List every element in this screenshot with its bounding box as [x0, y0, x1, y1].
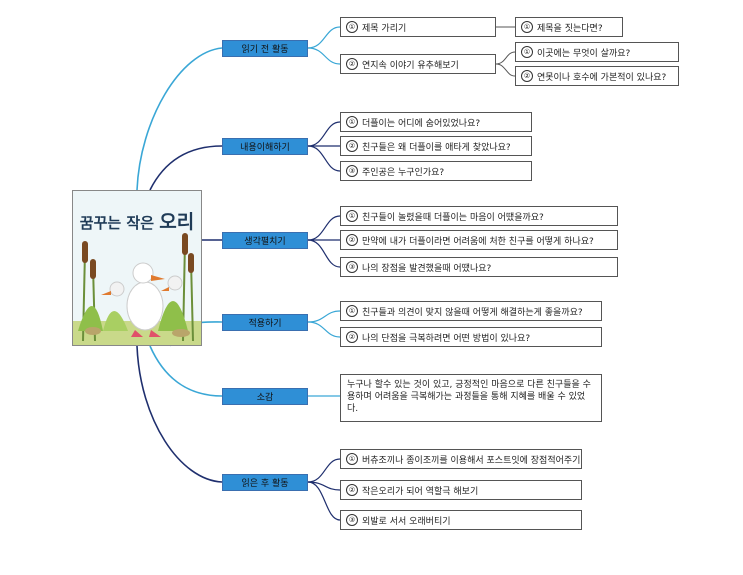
- node-text: 나의 장점을 발견했을때 어땠나요?: [362, 263, 492, 274]
- node-text: 외발로 서서 오래버티기: [362, 516, 451, 527]
- curve-branch-2: [149, 145, 223, 191]
- node-what-lives: ① 이곳에는 무엇이 살까요?: [515, 42, 679, 62]
- num-badge: ②: [521, 70, 533, 82]
- node-if-i-were: ② 만약에 내가 더플이라면 어려움에 처한 친구를 어떻게 하나요?: [340, 230, 618, 250]
- node-text: 누구나 할수 있는 것이 있고, 긍정적인 마음으로 다른 친구들을 수용하며 …: [347, 380, 591, 414]
- node-where-hiding: ① 더플이는 어디에 숨어있었나요?: [340, 112, 532, 132]
- node-impression-text: 누구나 할수 있는 것이 있고, 긍정적인 마음으로 다른 친구들을 수용하며 …: [340, 374, 602, 422]
- node-infer-story: ② 연지속 이야기 유추해보기: [340, 54, 496, 74]
- num-badge: ②: [346, 484, 358, 496]
- node-role-play: ② 작은오리가 되어 역할극 해보기: [340, 480, 582, 500]
- node-overcome-weakness: ② 나의 단점을 극복하려면 어떤 방법이 있나요?: [340, 327, 602, 347]
- node-text: 친구들과 의견이 맞지 않을때 어떻게 해결하는게 좋을까요?: [362, 307, 583, 318]
- node-post-it: ① 버츄조끼나 종이조끼를 이용해서 포스트잇에 장점적어주기: [340, 449, 582, 469]
- num-badge: ③: [346, 165, 358, 177]
- node-feelings-teased: ① 친구들이 놀렸을때 더플이는 마음이 어땠을까요?: [340, 206, 618, 226]
- num-badge: ②: [346, 331, 358, 343]
- book-title-part1: 꿈꾸는 작은: [79, 214, 160, 232]
- num-badge: ①: [521, 21, 533, 33]
- num-badge: ①: [346, 305, 358, 317]
- num-badge: ③: [346, 261, 358, 273]
- node-text: 버츄조끼나 종이조끼를 이용해서 포스트잇에 장점적어주기: [362, 455, 581, 466]
- book-title: 꿈꾸는 작은 오리: [73, 207, 201, 234]
- node-text: 제목을 짓는다면?: [537, 23, 603, 34]
- node-visited-pond: ② 연못이나 호수에 가본적이 있나요?: [515, 66, 679, 86]
- node-one-leg: ③ 외발로 서서 오래버티기: [340, 510, 582, 530]
- curve-branch-6: [136, 345, 223, 483]
- num-badge: ①: [346, 21, 358, 33]
- node-text: 연지속 이야기 유추해보기: [362, 60, 459, 71]
- book-title-part2: 오리: [159, 211, 195, 233]
- num-badge: ③: [346, 514, 358, 526]
- num-badge: ①: [346, 453, 358, 465]
- num-badge: ②: [346, 58, 358, 70]
- branch-after-reading: 읽은 후 활동: [222, 474, 308, 491]
- branch-before-reading: 읽기 전 활동: [222, 40, 308, 57]
- node-name-title: ① 제목을 짓는다면?: [515, 17, 623, 37]
- curve-branch-5: [149, 345, 223, 397]
- node-cover-title: ① 제목 가리기: [340, 17, 496, 37]
- book-cover: 꿈꾸는 작은 오리: [72, 190, 202, 346]
- node-text: 친구들이 놀렸을때 더플이는 마음이 어땠을까요?: [362, 212, 544, 223]
- node-text: 제목 가리기: [362, 23, 407, 34]
- node-text: 작은오리가 되어 역할극 해보기: [362, 486, 479, 497]
- branch-thinking: 생각펼치기: [222, 232, 308, 249]
- node-text: 더플이는 어디에 숨어있었나요?: [362, 118, 481, 129]
- node-text: 이곳에는 무엇이 살까요?: [537, 48, 631, 59]
- branch-applying: 적용하기: [222, 314, 308, 331]
- num-badge: ②: [346, 234, 358, 246]
- num-badge: ①: [346, 210, 358, 222]
- num-badge: ①: [521, 46, 533, 58]
- branch-impressions: 소감: [222, 388, 308, 405]
- node-text: 주인공은 누구인가요?: [362, 167, 445, 178]
- node-who-main: ③ 주인공은 누구인가요?: [340, 161, 532, 181]
- book-illustration: [73, 191, 201, 345]
- node-why-searched: ② 친구들은 왜 더플이를 애타게 찾았나요?: [340, 136, 532, 156]
- node-text: 나의 단점을 극복하려면 어떤 방법이 있나요?: [362, 333, 531, 344]
- node-found-strength: ③ 나의 장점을 발견했을때 어땠나요?: [340, 257, 618, 277]
- node-text: 연못이나 호수에 가본적이 있나요?: [537, 72, 667, 83]
- num-badge: ①: [346, 116, 358, 128]
- node-text: 친구들은 왜 더플이를 애타게 찾았나요?: [362, 142, 511, 153]
- curve-branch-1: [136, 47, 223, 191]
- node-text: 만약에 내가 더플이라면 어려움에 처한 친구를 어떻게 하나요?: [362, 236, 594, 247]
- num-badge: ②: [346, 140, 358, 152]
- branch-understanding: 내용이해하기: [222, 138, 308, 155]
- node-disagreement: ① 친구들과 의견이 맞지 않을때 어떻게 해결하는게 좋을까요?: [340, 301, 602, 321]
